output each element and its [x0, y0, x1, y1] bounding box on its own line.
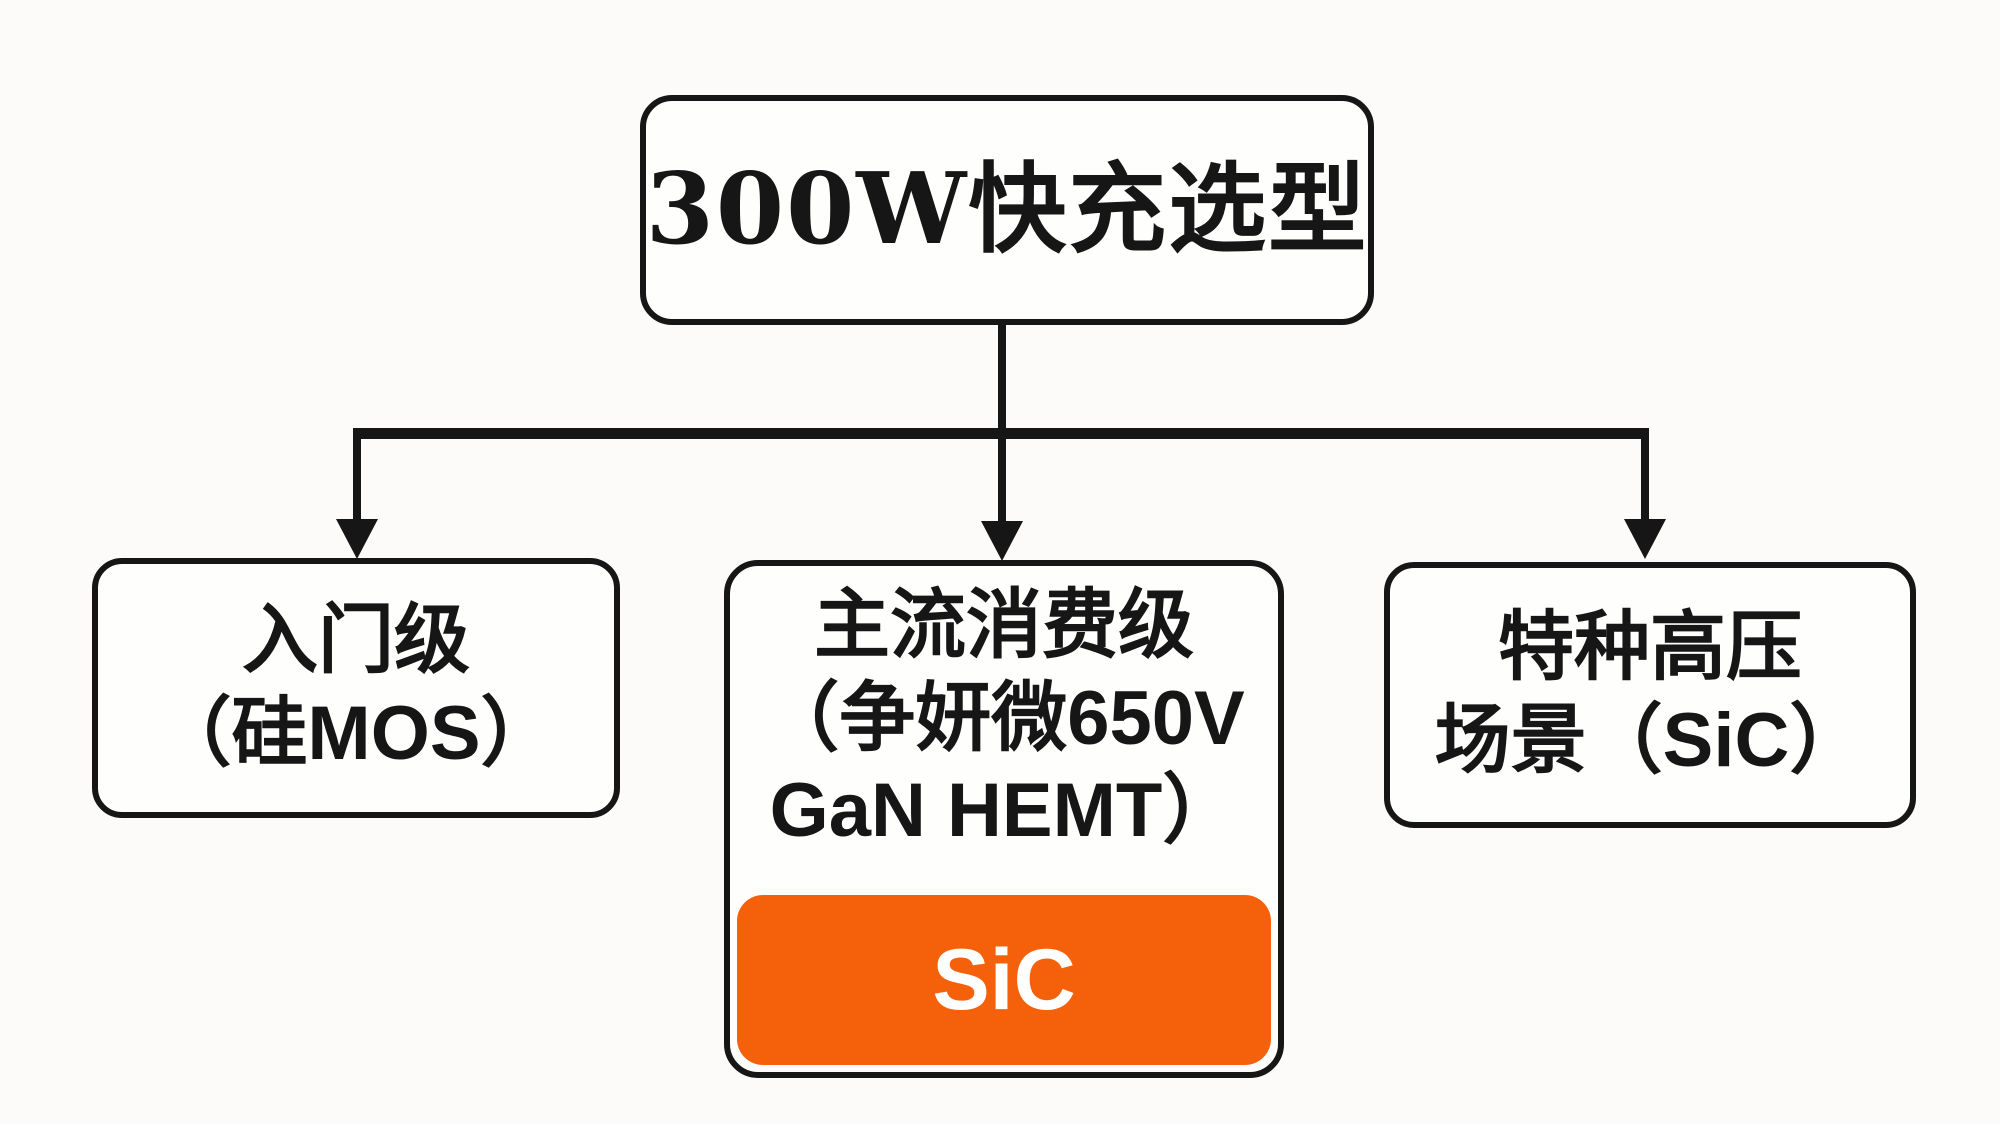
connector-drop-right [1641, 428, 1649, 522]
branch-label-line: 特种高压 [1498, 605, 1802, 691]
branch-node-entry-level: 入门级 （硅MOS） [92, 558, 620, 818]
branch-label-line: 入门级 [242, 598, 470, 684]
branch-node-special-high-voltage: 特种高压 场景（SiC） [1384, 562, 1916, 828]
branch-label-line: 主流消费级 [814, 583, 1194, 668]
branch-label-line: 场景（SiC） [1434, 698, 1866, 783]
connector-horizontal-bar [353, 428, 1649, 439]
root-node-label: 300W快充选型 [645, 152, 1369, 267]
branch-label-line: GaN HEMT） [769, 768, 1239, 854]
connector-drop-left [353, 428, 361, 522]
branch-label-line: （争妍微650V [763, 675, 1245, 761]
arrowhead-middle-icon [981, 521, 1023, 561]
sic-badge-label: SiC [932, 932, 1076, 1028]
branch-label-line: （硅MOS） [155, 691, 557, 776]
sic-highlight-badge: SiC [737, 895, 1271, 1065]
arrowhead-left-icon [336, 519, 378, 559]
connector-trunk-vertical [998, 325, 1006, 432]
arrowhead-right-icon [1624, 519, 1666, 559]
connector-drop-middle [998, 439, 1006, 522]
root-node-300w-fast-charge: 300W快充选型 [640, 95, 1374, 325]
branch-node-mainstream-consumer: 主流消费级 （争妍微650V GaN HEMT） SiC [724, 560, 1284, 1078]
